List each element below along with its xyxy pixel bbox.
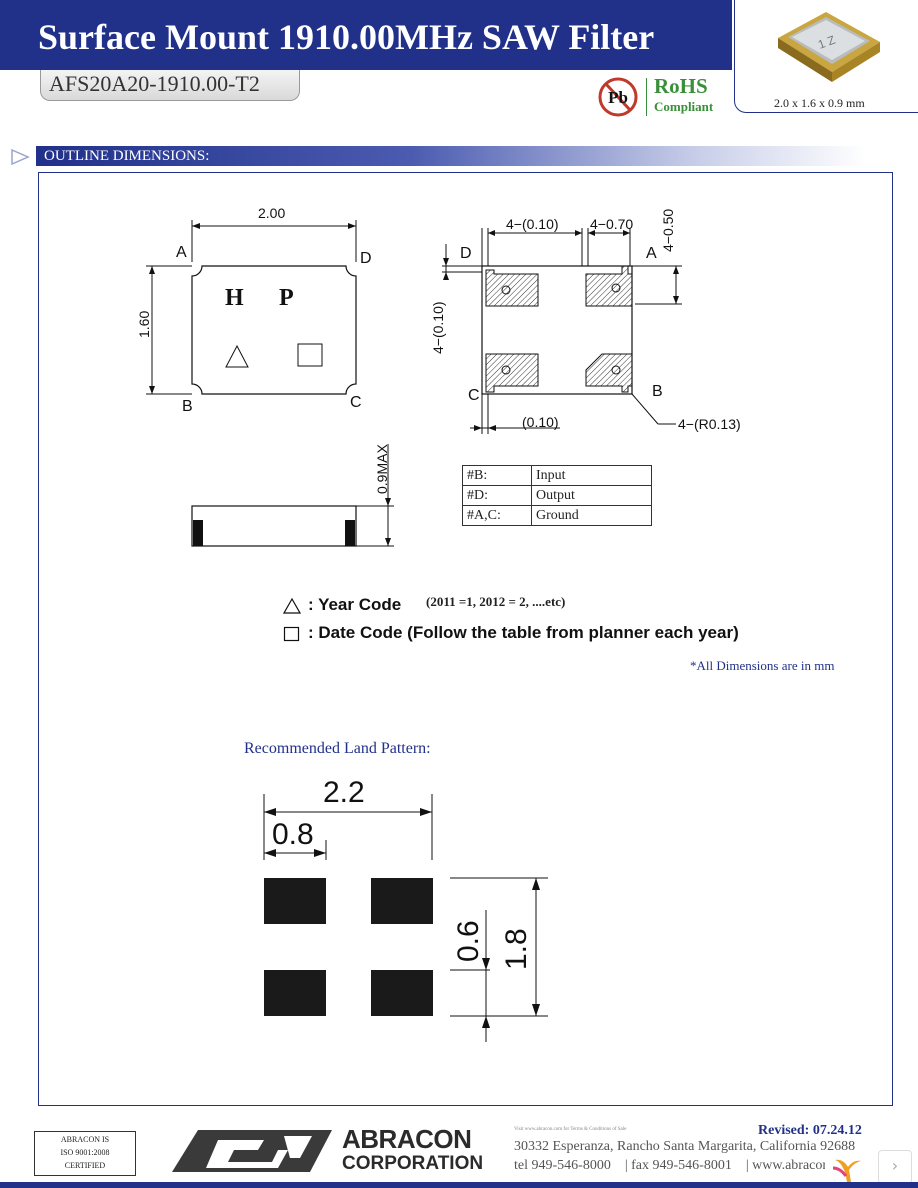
side-height-dim: 0.9MAX <box>374 444 390 494</box>
pin-cell: #D: <box>462 485 532 506</box>
lead-free-icon: Pb <box>598 77 638 117</box>
pb-text: Pb <box>608 88 628 107</box>
bottom-pad-height-dim: 4−0.50 <box>660 208 676 252</box>
fax: | fax 949-546-8001 <box>624 1158 732 1173</box>
function-cell: Output <box>531 485 652 506</box>
chip-marking: 1 Z <box>816 33 837 52</box>
top-width-dim: 2.00 <box>258 205 286 221</box>
table-row: #D: Output <box>462 485 652 506</box>
corner-radius-dim: 4−(R0.13) <box>678 416 741 432</box>
bottom-pad-gap-dim: 4−(0.10) <box>506 216 559 232</box>
abracon-logo-icon <box>172 1130 332 1172</box>
cert-line: ABRACON IS <box>60 1135 110 1144</box>
terms-note: Visit www.abracon.com for Terms & Condit… <box>514 1127 627 1132</box>
pin-cell: #A,C: <box>462 505 532 526</box>
table-row: #A,C: Ground <box>462 505 652 526</box>
top-corner-d: D <box>360 250 372 267</box>
function-cell: Input <box>531 465 652 486</box>
year-code-label: : Year Code <box>308 595 402 614</box>
rohs-compliant: Compliant <box>654 99 714 114</box>
land-pad-height-dim: 0.6 <box>452 920 485 962</box>
dimension-units-note: *All Dimensions are in mm <box>690 658 835 673</box>
rohs-label: RoHS <box>654 74 708 98</box>
top-corner-b: B <box>182 398 193 415</box>
land-pattern-drawing <box>263 794 548 1042</box>
top-corner-a: A <box>176 244 187 261</box>
land-height-dim: 1.8 <box>500 928 533 970</box>
next-page-button[interactable]: › <box>878 1150 912 1184</box>
part-number-tab: AFS20A20-1910.00-T2 <box>40 70 300 101</box>
cert-line: CERTIFIED <box>64 1161 106 1170</box>
contact-line: tel 949-546-8000 | fax 949-546-8001 | ww… <box>514 1158 857 1174</box>
top-corner-c: C <box>350 394 362 411</box>
bottom-offset-dim: (0.10) <box>522 414 559 430</box>
section-header-bar <box>36 146 866 166</box>
top-view-drawing <box>146 220 357 395</box>
footer-bar <box>0 1182 918 1188</box>
viewer-app-icon[interactable] <box>825 1152 867 1186</box>
bottom-corner-d: D <box>460 245 472 262</box>
company-name: ABRACON <box>342 1124 472 1154</box>
company-address: 30332 Esperanza, Rancho Santa Margarita,… <box>514 1139 856 1154</box>
telephone: tel 949-546-8000 <box>514 1158 611 1173</box>
bottom-pad-width-dim: 4−0.70 <box>590 216 634 232</box>
company-suffix: CORPORATION <box>342 1153 484 1174</box>
part-number: AFS20A20-1910.00-T2 <box>49 71 260 96</box>
section-arrow-icon <box>11 148 30 166</box>
land-pattern-title: Recommended Land Pattern: <box>244 740 431 757</box>
rohs-divider <box>646 78 647 116</box>
document-title: Surface Mount 1910.00MHz SAW Filter <box>38 17 655 57</box>
revision-date: Revised: 07.24.12 <box>758 1123 862 1138</box>
land-pad-width-dim: 0.8 <box>272 818 314 851</box>
cert-line: ISO 9001:2008 <box>60 1148 110 1157</box>
date-code-label: : Date Code (Follow the table from plann… <box>308 623 739 642</box>
bottom-corner-b: B <box>652 383 663 400</box>
marking-h: H <box>225 285 244 311</box>
marking-p: P <box>279 285 294 311</box>
header-banner: Surface Mount 1910.00MHz SAW Filter <box>0 0 732 70</box>
section-title: OUTLINE DIMENSIONS: <box>44 148 210 164</box>
side-view-drawing <box>191 444 394 547</box>
saw-filter-package-icon: 1 Z <box>778 12 880 82</box>
function-cell: Ground <box>531 505 652 526</box>
year-code-note: (2011 =1, 2012 = 2, ....etc) <box>426 594 566 609</box>
product-photo-box <box>734 0 918 113</box>
table-row: #B: Input <box>462 465 652 486</box>
top-height-dim: 1.60 <box>136 310 152 338</box>
pin-cell: #B: <box>462 465 532 486</box>
bottom-corner-a: A <box>646 245 657 262</box>
drawing-frame <box>38 172 893 1106</box>
bottom-corner-c: C <box>468 387 480 404</box>
package-size: 2.0 x 1.6 x 0.9 mm <box>774 96 865 110</box>
date-code-square-icon <box>283 626 300 642</box>
bottom-view-drawing <box>442 228 682 434</box>
iso-certification-badge: ABRACON IS ISO 9001:2008 CERTIFIED <box>34 1131 136 1176</box>
bottom-edge-gap-dim: 4−(0.10) <box>430 301 446 354</box>
pin-function-table: #B: Input #D: Output #A,C: Ground <box>462 465 652 526</box>
year-code-triangle-icon <box>283 598 301 614</box>
land-width-dim: 2.2 <box>323 776 365 809</box>
